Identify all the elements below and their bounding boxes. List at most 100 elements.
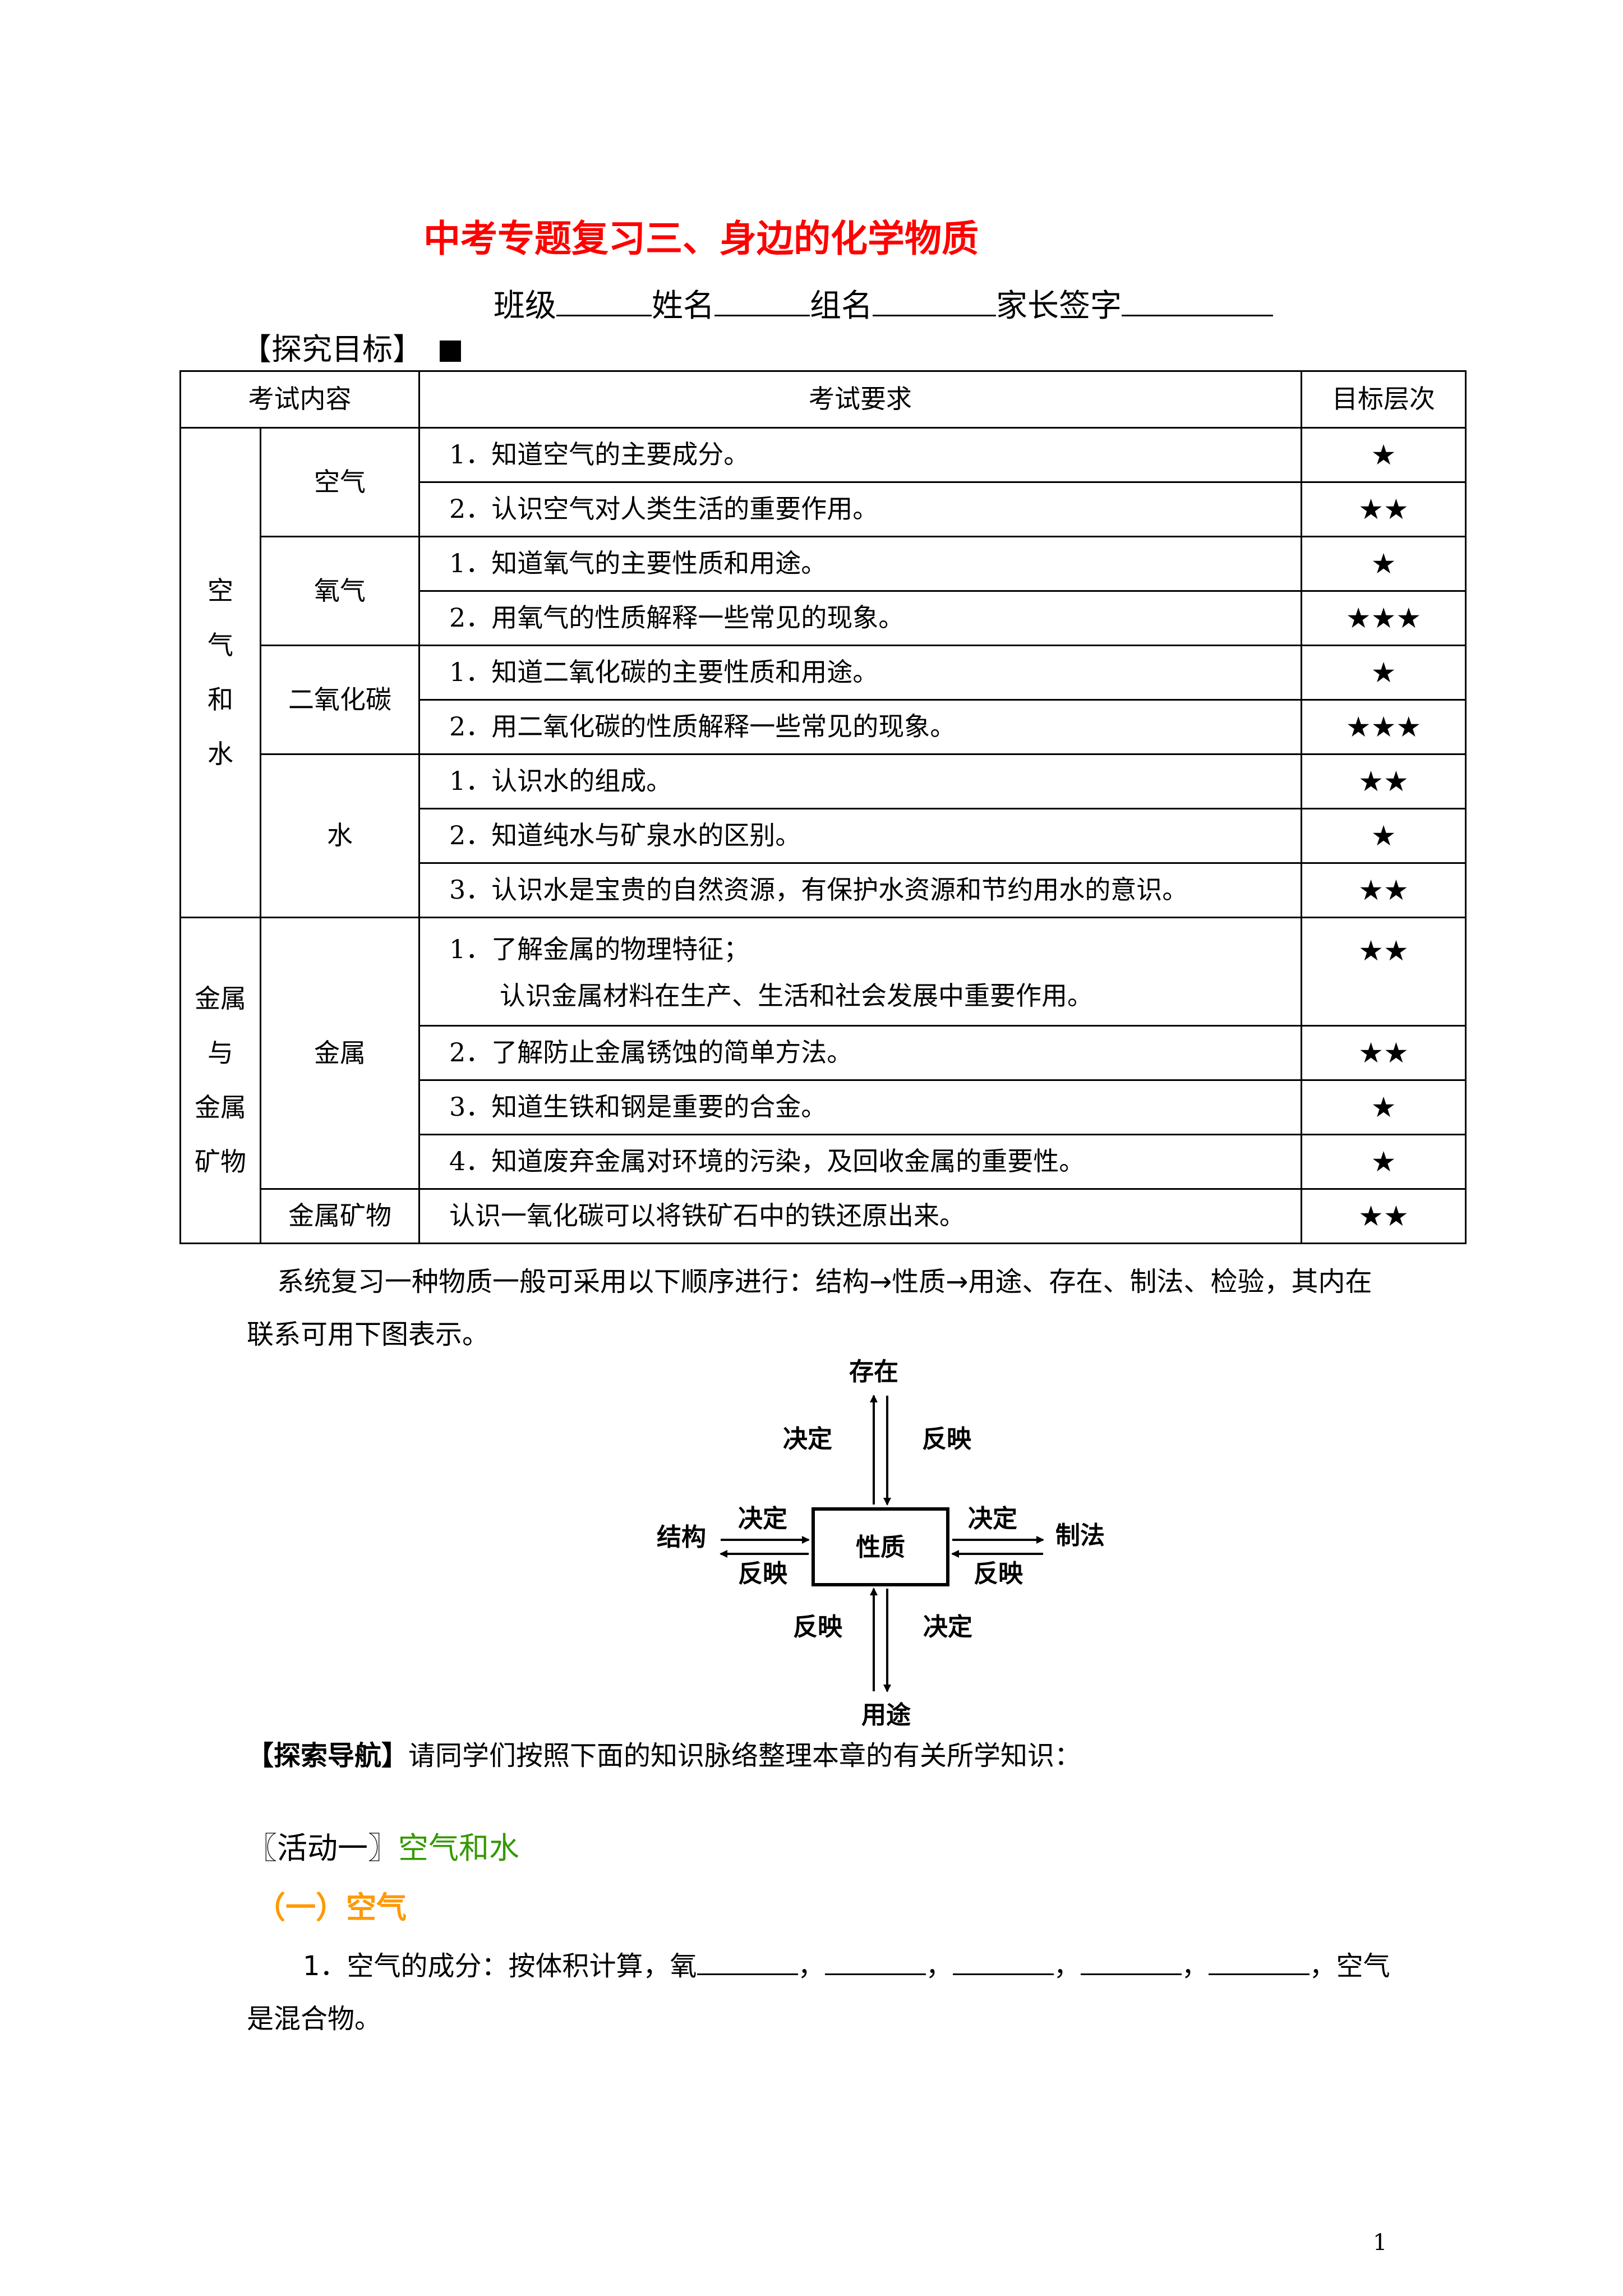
requirement-cell: 1．知道空气的主要成分。 xyxy=(418,427,1302,483)
requirement-cell: 2．了解防止金属锈蚀的简单方法。 xyxy=(418,1025,1302,1081)
section-heading: （一）空气 xyxy=(255,1890,407,1925)
star-rating: ★★ xyxy=(1301,917,1467,1027)
star-rating: ★ xyxy=(1301,1134,1467,1190)
requirement-cell: 1．知道二氧化碳的主要性质和用途。 xyxy=(418,645,1302,701)
header-content: 考试内容 xyxy=(179,370,420,429)
requirement-cell: 3．知道生铁和钢是重要的合金。 xyxy=(418,1079,1302,1135)
top-label: 存在 xyxy=(849,1358,898,1386)
table-row: 2．用二氧化碳的性质解释一些常见的现象。 ★★★ xyxy=(181,699,1467,755)
star-rating: ★ xyxy=(1301,808,1467,864)
center-label: 性质 xyxy=(856,1533,905,1562)
header-requirement: 考试要求 xyxy=(418,370,1302,429)
category-line: 金属 xyxy=(195,983,246,1014)
right-label: 制法 xyxy=(1055,1521,1105,1550)
question-1: 1．空气的成分：按体积计算，氧，，，，，空气是混合物。 xyxy=(247,1940,1402,2045)
page-title: 中考专题复习三、身边的化学物质 xyxy=(423,217,979,260)
sub-oxygen: 氧气 xyxy=(260,536,420,646)
answer-blank[interactable] xyxy=(824,1951,926,1975)
star-rating: ★★ xyxy=(1301,862,1467,918)
requirement-cell: 2．用氧气的性质解释一些常见的现象。 xyxy=(418,590,1302,646)
requirement-cell: 1．知道氧气的主要性质和用途。 xyxy=(418,536,1302,592)
requirement-cell: 2．认识空气对人类生活的重要作用。 xyxy=(418,481,1302,537)
separator: ， xyxy=(797,1950,825,1982)
center-box xyxy=(811,1507,949,1586)
parent-sign-label: 家长签字 xyxy=(996,288,1122,324)
table-row: 金属矿物 认识一氧化碳可以将铁矿石中的铁还原出来。 ★★ xyxy=(181,1188,1467,1244)
bottom-reflect-label: 反映 xyxy=(793,1613,842,1641)
requirement-cell: 3．认识水是宝贵的自然资源，有保护水资源和节约用水的意识。 xyxy=(418,862,1302,918)
star-rating: ★ xyxy=(1301,536,1467,592)
answer-blank[interactable] xyxy=(1208,1951,1310,1975)
table-row: 氧气 1．知道氧气的主要性质和用途。 ★ xyxy=(181,536,1467,646)
star-rating: ★ xyxy=(1301,645,1467,701)
group-blank[interactable] xyxy=(873,288,996,316)
star-rating: ★★ xyxy=(1301,481,1467,537)
table-row: 金属 与 金属 矿物 金属 1．了解金属的物理特征； 认识金属材料在生产、生活和… xyxy=(179,917,1467,1244)
right-decide-label: 决定 xyxy=(968,1504,1017,1533)
requirement-line: 认识金属材料在生产、生活和社会发展中重要作用。 xyxy=(500,981,1093,1011)
separator: ， xyxy=(1053,1950,1081,1982)
class-blank[interactable] xyxy=(556,288,652,316)
star-rating: ★★ xyxy=(1301,1025,1467,1081)
table-row: 4．知道废弃金属对环境的污染，及回收金属的重要性。 ★ xyxy=(181,1134,1467,1190)
answer-blank[interactable] xyxy=(952,1951,1054,1975)
left-reflect-label: 反映 xyxy=(738,1559,787,1588)
table-header-row: 考试内容 考试要求 目标层次 xyxy=(179,370,1467,429)
answer-blank[interactable] xyxy=(697,1951,798,1975)
requirement-cell: 4．知道废弃金属对环境的污染，及回收金属的重要性。 xyxy=(418,1134,1302,1190)
answer-blank[interactable] xyxy=(1080,1951,1182,1975)
separator: ， xyxy=(1181,1950,1209,1982)
table-row: 2．了解防止金属锈蚀的简单方法。 ★★ xyxy=(181,1025,1467,1081)
requirement-cell: 认识一氧化碳可以将铁矿石中的铁还原出来。 xyxy=(418,1188,1302,1244)
category-line: 矿物 xyxy=(195,1147,246,1177)
star-rating: ★★ xyxy=(1301,1188,1467,1244)
table-row: 2．认识空气对人类生活的重要作用。 ★★ xyxy=(181,481,1467,537)
top-reflect-label: 反映 xyxy=(922,1425,971,1453)
name-label: 姓名 xyxy=(652,288,714,324)
goal-heading: 【探究目标】 xyxy=(241,324,461,369)
right-reflect-label: 反映 xyxy=(974,1559,1023,1588)
question-text-end: ，空气是混合物。 xyxy=(247,1950,1390,2035)
table-row: 二氧化碳 1．知道二氧化碳的主要性质和用途。 ★ xyxy=(181,645,1467,755)
table-row: 2．知道纯水与矿泉水的区别。 ★ xyxy=(181,808,1467,864)
bottom-decide-label: 决定 xyxy=(923,1613,972,1641)
table-row: 2．用氧气的性质解释一些常见的现象。 ★★★ xyxy=(181,590,1467,646)
relationship-diagram: 性质 存在 决定 反映 反映 决定 用途 结构 决定 反映 决定 反映 制法 xyxy=(657,1358,1105,1728)
sub-co2: 二氧化碳 xyxy=(260,645,420,755)
nav-text: 请同学们按照下面的知识脉络整理本章的有关所学知识： xyxy=(408,1740,1082,1772)
category-line: 金属 xyxy=(195,1092,246,1122)
star-rating: ★★★ xyxy=(1301,699,1467,755)
table-row: 空气和水 空气 1．知道空气的主要成分。 ★ xyxy=(179,427,1467,918)
intro-paragraph: 系统复习一种物质一般可采用以下顺序进行：结构→性质→用途、存在、制法、检验，其内… xyxy=(247,1266,1372,1350)
category-vertical-text: 空气和水 xyxy=(208,576,233,769)
explore-nav: 【探索导航】请同学们按照下面的知识脉络整理本章的有关所学知识： xyxy=(247,1733,1081,1773)
category-line: 与 xyxy=(208,1038,233,1068)
class-label: 班级 xyxy=(494,288,556,324)
bottom-label: 用途 xyxy=(861,1701,911,1728)
star-rating: ★ xyxy=(1301,427,1467,483)
star-rating: ★★★ xyxy=(1301,590,1467,646)
table-row: 3．知道生铁和钢是重要的合金。 ★ xyxy=(181,1079,1467,1135)
name-blank[interactable] xyxy=(714,288,810,316)
activity-prefix: 〖活动一〗 xyxy=(247,1830,398,1866)
question-text: 1．空气的成分：按体积计算，氧 xyxy=(303,1950,697,1982)
star-rating: ★★ xyxy=(1301,753,1467,809)
student-info-line: 班级 姓名 组名 家长签字 xyxy=(494,280,1273,326)
header-level: 目标层次 xyxy=(1301,370,1467,429)
requirement-cell: 1．认识水的组成。 xyxy=(418,753,1302,809)
activity-name: 空气和水 xyxy=(398,1830,519,1866)
sub-water: 水 xyxy=(260,753,420,918)
nav-label: 【探索导航】 xyxy=(247,1740,409,1772)
sub-metal: 金属 xyxy=(260,917,420,1190)
requirement-cell: 1．了解金属的物理特征； 认识金属材料在生产、生活和社会发展中重要作用。 xyxy=(418,917,1302,1027)
table-row: 3．认识水是宝贵的自然资源，有保护水资源和节约用水的意识。 ★★ xyxy=(181,862,1467,918)
top-decide-label: 决定 xyxy=(783,1425,832,1453)
requirement-line: 1．了解金属的物理特征； xyxy=(449,934,750,964)
group-label: 组名 xyxy=(810,288,873,324)
objectives-table: 考试内容 考试要求 目标层次 空气和水 空气 1．知道空气的主要成分。 ★ 2．… xyxy=(179,370,1467,1244)
table-row: 水 1．认识水的组成。 ★★ xyxy=(181,753,1467,918)
parent-sign-blank[interactable] xyxy=(1122,288,1273,316)
activity-heading: 〖活动一〗空气和水 xyxy=(247,1823,519,1867)
requirement-cell: 2．用二氧化碳的性质解释一些常见的现象。 xyxy=(418,699,1302,755)
goal-heading-text: 【探究目标】 xyxy=(241,332,423,367)
